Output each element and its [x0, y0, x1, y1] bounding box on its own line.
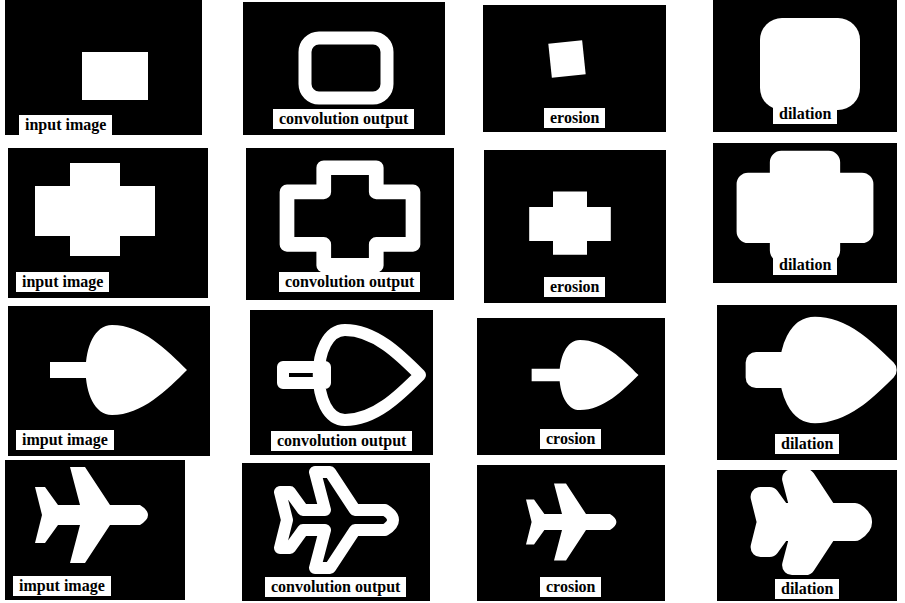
input-shape: [82, 52, 148, 100]
panel-caption: dilation: [773, 255, 837, 275]
panel-ground: [5, 0, 897, 601]
image-panel: input image: [8, 148, 208, 298]
eroded-shape: [548, 40, 585, 77]
panel-caption: imput image: [16, 430, 114, 450]
image-panel: dilation: [713, 0, 897, 132]
image-panel: crosion: [477, 318, 665, 455]
panel-caption: convolution output: [265, 577, 406, 597]
edge-ring: [287, 168, 413, 266]
panel-caption: erosion: [544, 108, 605, 128]
panel-caption: erosion: [544, 277, 605, 297]
panel-caption: convolution output: [279, 272, 420, 292]
image-panel: crosion: [477, 465, 665, 601]
panel-caption: dilation: [775, 579, 839, 599]
eroded-shape: [529, 191, 611, 254]
image-panel: imput image: [5, 460, 185, 600]
panel-caption: crosion: [540, 577, 601, 597]
dilated-shape: [760, 18, 860, 110]
image-panel: dilation: [717, 470, 897, 601]
eroded-shape: [526, 484, 616, 561]
input-shape: [50, 325, 187, 415]
image-panel: imput image: [8, 306, 210, 456]
dilated-shape: [756, 327, 886, 413]
panel-caption: input image: [19, 115, 112, 135]
image-panel: convolution output: [242, 463, 430, 601]
image-panel: erosion: [484, 150, 666, 303]
image-panel: input image: [5, 0, 202, 135]
dilated-shape: [748, 162, 862, 250]
input-shape: [35, 467, 148, 563]
panel-caption: input image: [16, 272, 109, 292]
panel-caption: crosion: [540, 429, 601, 449]
input-shape: [35, 163, 155, 256]
image-panel: erosion: [483, 5, 666, 132]
panel-caption: convolution output: [273, 109, 414, 129]
image-panel: dilation: [717, 305, 897, 460]
panel-caption: imput image: [13, 576, 111, 596]
image-panel: convolution output: [243, 2, 445, 135]
image-panel: dilation: [713, 143, 897, 283]
panel-caption: dilation: [773, 104, 837, 124]
edge-ring: [280, 472, 393, 568]
eroded-shape: [532, 340, 639, 410]
image-panel: convolution output: [250, 310, 433, 455]
image-panel: convolution output: [246, 148, 454, 300]
panel-caption: dilation: [775, 434, 839, 454]
edge-ring: [305, 38, 387, 98]
panel-caption: convolution output: [271, 431, 412, 451]
dilated-shape: [761, 479, 863, 565]
edge-ring: [283, 330, 420, 420]
